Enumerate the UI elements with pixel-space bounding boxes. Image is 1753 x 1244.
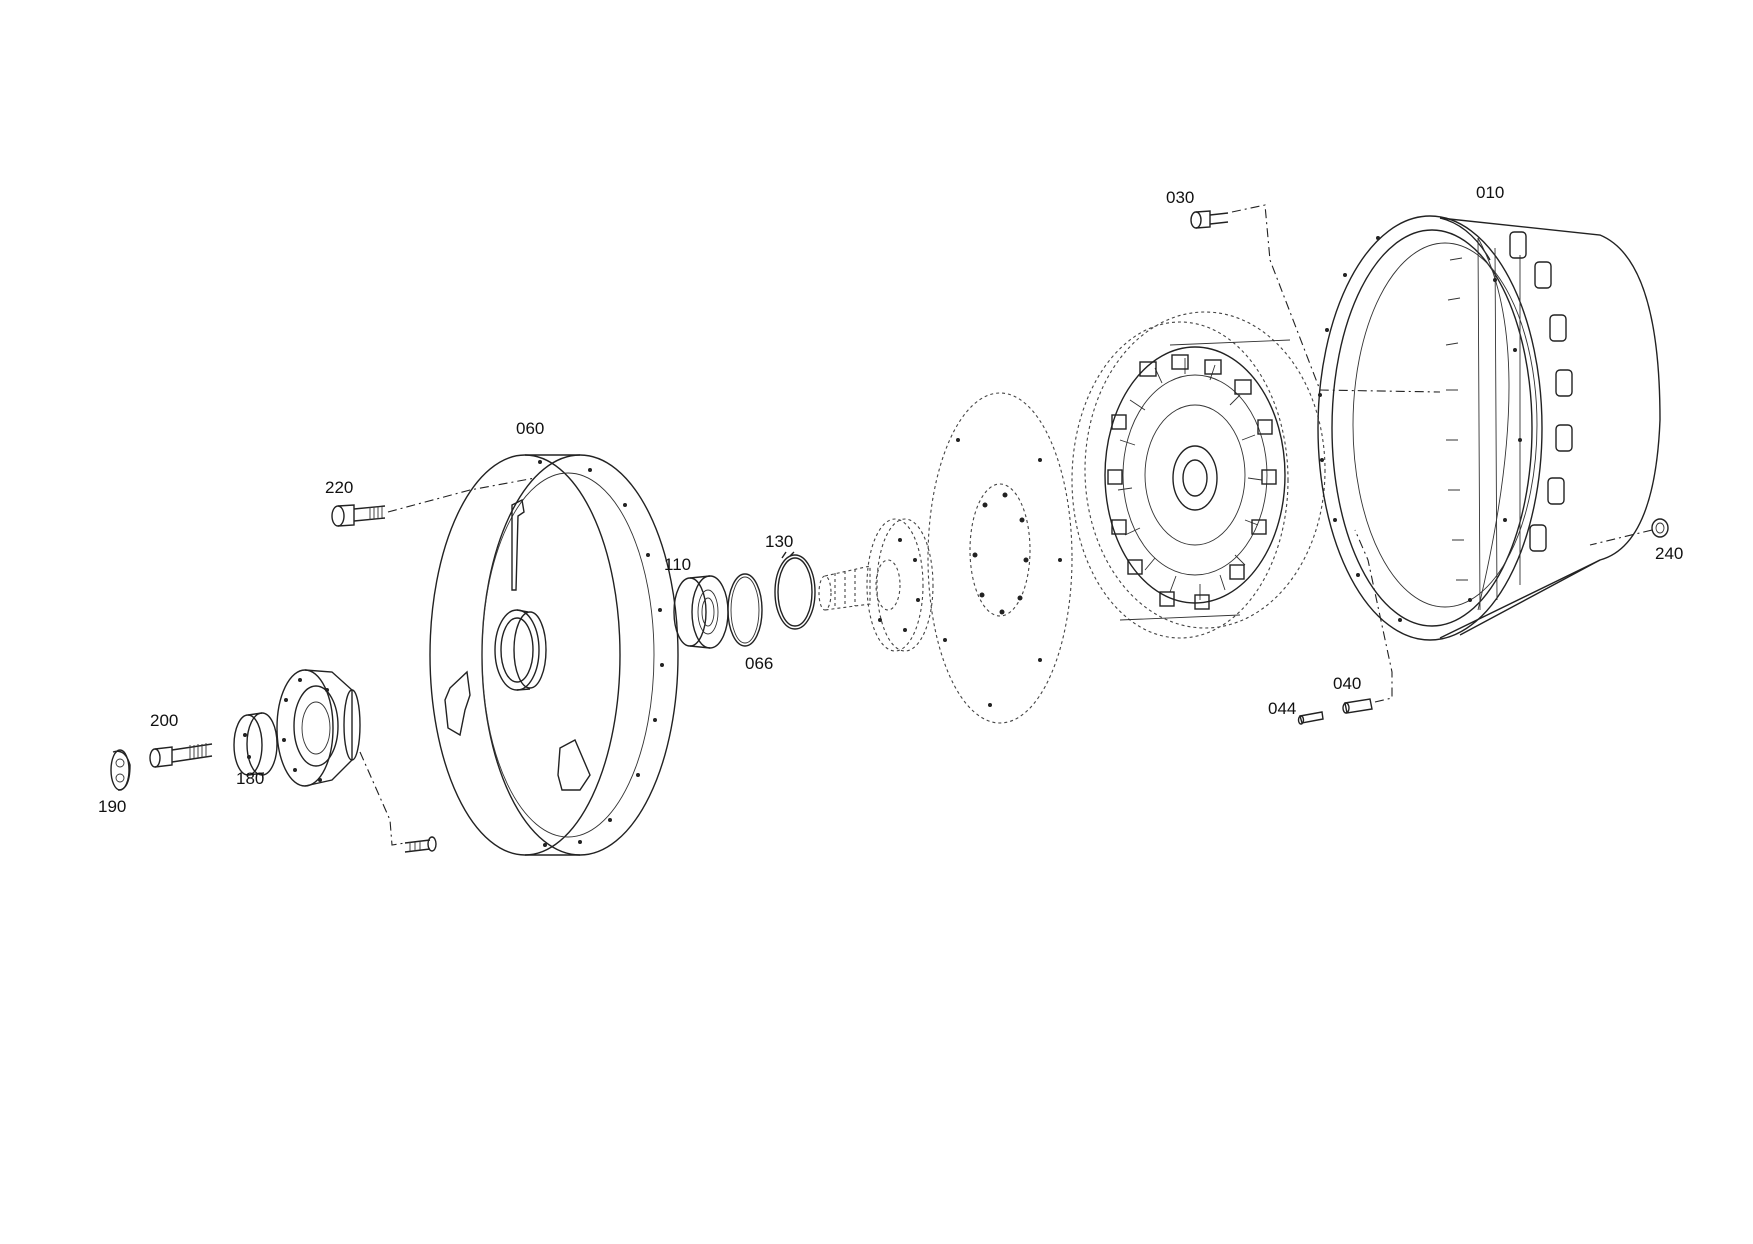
part-180-disc[interactable] [233, 712, 278, 776]
label-200: 200 [150, 711, 179, 730]
label-066: 066 [745, 654, 774, 673]
flange-hub[interactable] [276, 669, 406, 846]
label-240: 240 [1655, 544, 1684, 563]
part-190-lock-plate[interactable] [110, 749, 131, 791]
part-240-nut[interactable] [1589, 518, 1669, 546]
drive-shaft[interactable] [818, 518, 934, 652]
label-130: 130 [765, 532, 794, 551]
label-040: 040 [1333, 674, 1362, 693]
torque-converter[interactable] [1071, 311, 1326, 639]
part-010-housing[interactable] [1317, 215, 1661, 641]
part-200-bolt[interactable] [149, 743, 213, 768]
part-066-o-ring[interactable] [727, 573, 763, 647]
label-044: 044 [1268, 699, 1297, 718]
part-130-snap-ring[interactable] [774, 551, 816, 630]
label-010: 010 [1476, 183, 1505, 202]
flange-bolt[interactable] [404, 836, 437, 853]
label-110: 110 [664, 555, 692, 574]
label-180: 180 [236, 769, 265, 788]
label-030: 030 [1166, 188, 1195, 207]
part-220-bolt[interactable] [331, 477, 536, 527]
part-040-dowel-pin[interactable] [1342, 529, 1393, 714]
part-110-bearing[interactable] [673, 575, 729, 649]
label-060: 060 [516, 419, 545, 438]
label-190: 190 [98, 797, 127, 816]
part-044-pin[interactable] [1297, 711, 1324, 725]
flex-plate[interactable] [927, 392, 1073, 724]
part-060-cover-plate[interactable] [429, 454, 679, 856]
label-220: 220 [325, 478, 354, 497]
part-030-bolt[interactable] [1190, 204, 1441, 393]
